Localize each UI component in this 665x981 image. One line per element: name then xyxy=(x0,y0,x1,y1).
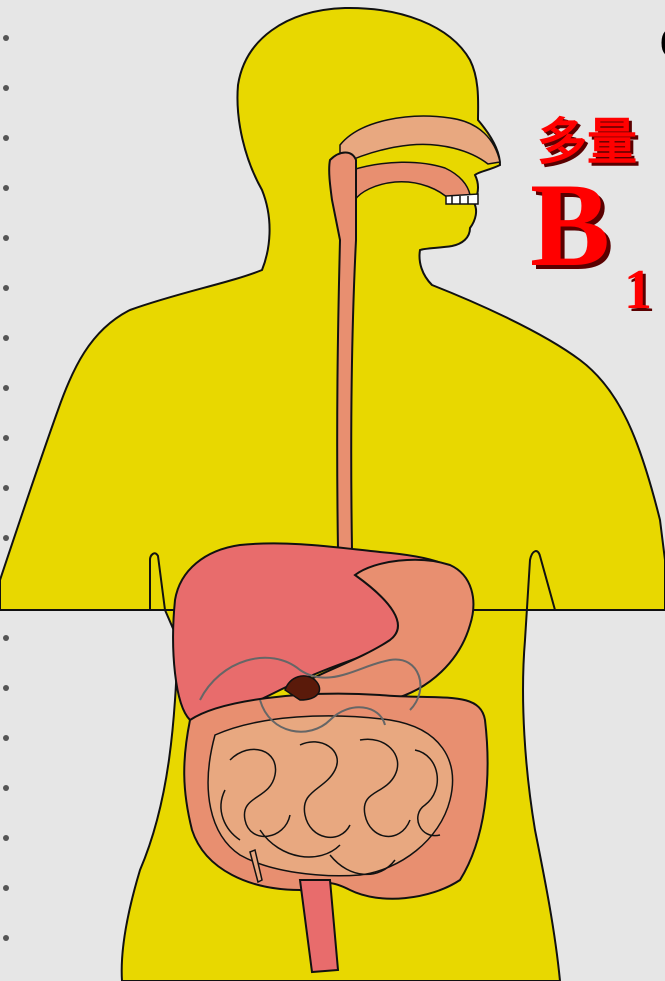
heading-subscript: 1 xyxy=(624,260,652,320)
heading-big-letter: B xyxy=(530,160,610,290)
binding-dots xyxy=(3,35,9,941)
human-torso-icon xyxy=(0,8,665,610)
teeth-icon xyxy=(446,194,478,204)
heading-top-char: ( xyxy=(660,22,665,60)
